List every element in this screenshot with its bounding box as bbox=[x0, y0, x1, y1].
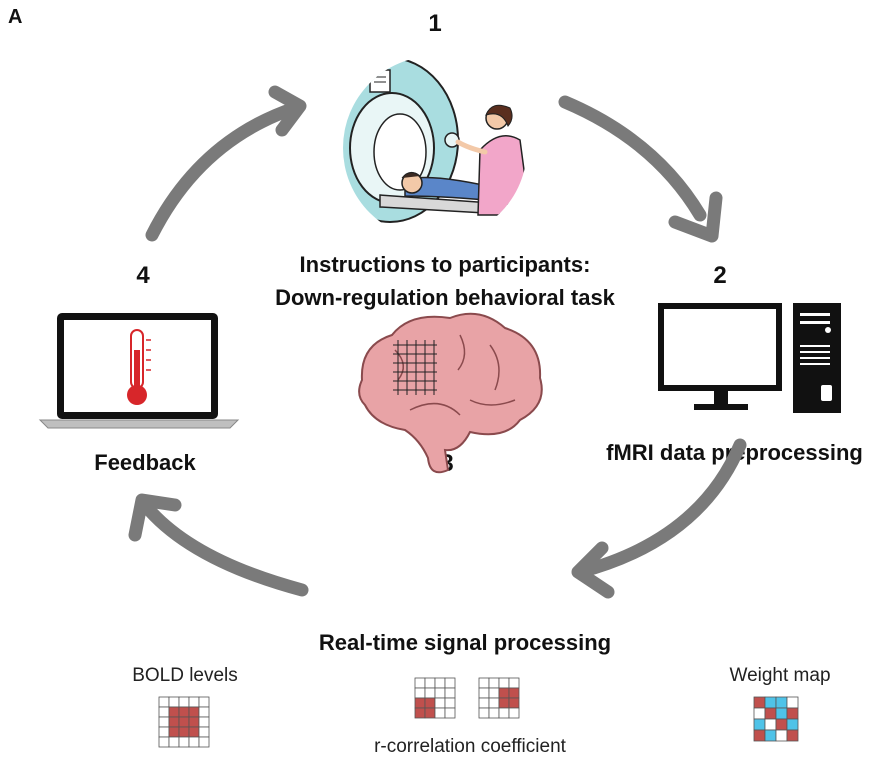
grid-cell bbox=[775, 696, 788, 709]
grid-cell bbox=[414, 687, 426, 699]
grid-cell bbox=[444, 697, 456, 709]
grid-cell bbox=[424, 687, 436, 699]
grid-cell bbox=[414, 697, 426, 709]
grid-cell bbox=[168, 726, 180, 738]
arrow-1-to-2 bbox=[558, 95, 723, 243]
step-4-number: 4 bbox=[136, 262, 150, 289]
brain-roi-grid bbox=[393, 340, 437, 395]
grid-cell bbox=[444, 687, 456, 699]
grid-cell bbox=[753, 696, 766, 709]
grid-cell bbox=[508, 677, 520, 689]
grid-cell bbox=[478, 707, 490, 719]
arrow-4-to-1 bbox=[145, 85, 307, 242]
weight-map-grid bbox=[753, 696, 799, 742]
grid-cell bbox=[188, 706, 200, 718]
grid-cell bbox=[178, 736, 190, 748]
grid-cell bbox=[775, 718, 788, 731]
r-correlation-grid-2 bbox=[478, 677, 520, 719]
grid-cell bbox=[188, 736, 200, 748]
grid-cell bbox=[434, 707, 446, 719]
grid-cell bbox=[775, 707, 788, 720]
grid-cell bbox=[786, 729, 799, 742]
step-1-label-line-1: Instructions to participants: bbox=[299, 252, 591, 277]
grid-cell bbox=[158, 726, 170, 738]
grid-cell bbox=[188, 726, 200, 738]
grid-cell bbox=[158, 716, 170, 728]
grid-cell bbox=[188, 696, 200, 708]
grid-cell bbox=[478, 687, 490, 699]
grid-cell bbox=[158, 706, 170, 718]
grid-cell bbox=[488, 697, 500, 709]
grid-cell bbox=[168, 696, 180, 708]
grid-cell bbox=[753, 729, 766, 742]
grid-cell bbox=[478, 677, 490, 689]
grid-cell bbox=[198, 736, 210, 748]
grid-cell bbox=[753, 718, 766, 731]
grid-cell bbox=[764, 696, 777, 709]
grid-cell bbox=[414, 677, 426, 689]
bold-levels-grid bbox=[158, 696, 210, 748]
grid-cell bbox=[424, 697, 436, 709]
grid-cell bbox=[444, 707, 456, 719]
r-correlation-grid-1 bbox=[414, 677, 456, 719]
grid-cell bbox=[434, 697, 446, 709]
panel-label: A bbox=[8, 6, 23, 28]
r-correlation-label: r-correlation coefficient bbox=[374, 736, 566, 757]
grid-cell bbox=[488, 707, 500, 719]
step-3-label: Real-time signal processing bbox=[318, 630, 612, 655]
grid-cell bbox=[488, 687, 500, 699]
grid-cell bbox=[786, 707, 799, 720]
grid-cell bbox=[178, 696, 190, 708]
grid-cell bbox=[198, 716, 210, 728]
grid-cell bbox=[508, 697, 520, 709]
bold-levels-label: BOLD levels bbox=[132, 665, 238, 686]
grid-cell bbox=[508, 707, 520, 719]
grid-cell bbox=[775, 729, 788, 742]
step-4-label: Feedback bbox=[94, 450, 196, 475]
grid-cell bbox=[424, 707, 436, 719]
grid-cell bbox=[158, 736, 170, 748]
grid-cell bbox=[764, 729, 777, 742]
thermometer-icon bbox=[127, 329, 151, 405]
grid-cell bbox=[786, 696, 799, 709]
grid-cell bbox=[764, 707, 777, 720]
grid-cell bbox=[424, 677, 436, 689]
arrow-2-to-3 bbox=[571, 438, 747, 599]
grid-cell bbox=[498, 697, 510, 709]
grid-cell bbox=[478, 697, 490, 709]
grid-cell bbox=[488, 677, 500, 689]
brain-illustration bbox=[358, 312, 543, 474]
grid-cell bbox=[434, 687, 446, 699]
grid-cell bbox=[434, 677, 446, 689]
grid-cell bbox=[168, 716, 180, 728]
step-1-number: 1 bbox=[428, 10, 442, 37]
step-1-label-line-2: Down-regulation behavioral task bbox=[275, 285, 615, 310]
grid-cell bbox=[198, 696, 210, 708]
grid-cell bbox=[498, 687, 510, 699]
grid-cell bbox=[168, 706, 180, 718]
computer-icon bbox=[658, 303, 841, 413]
step-2-number: 2 bbox=[713, 262, 727, 289]
mri-scanner-illustration bbox=[343, 56, 527, 240]
grid-cell bbox=[414, 707, 426, 719]
grid-cell bbox=[198, 706, 210, 718]
grid-cell bbox=[498, 707, 510, 719]
grid-cell bbox=[178, 706, 190, 718]
arrow-3-to-4 bbox=[128, 493, 309, 597]
grid-cell bbox=[168, 736, 180, 748]
grid-cell bbox=[188, 716, 200, 728]
grid-cell bbox=[753, 707, 766, 720]
grid-cell bbox=[764, 718, 777, 731]
grid-cell bbox=[444, 677, 456, 689]
grid-cell bbox=[158, 696, 170, 708]
grid-cell bbox=[178, 726, 190, 738]
grid-cell bbox=[198, 726, 210, 738]
grid-cell bbox=[508, 687, 520, 699]
grid-cell bbox=[498, 677, 510, 689]
weight-map-label: Weight map bbox=[729, 665, 831, 686]
grid-cell bbox=[178, 716, 190, 728]
grid-cell bbox=[786, 718, 799, 731]
